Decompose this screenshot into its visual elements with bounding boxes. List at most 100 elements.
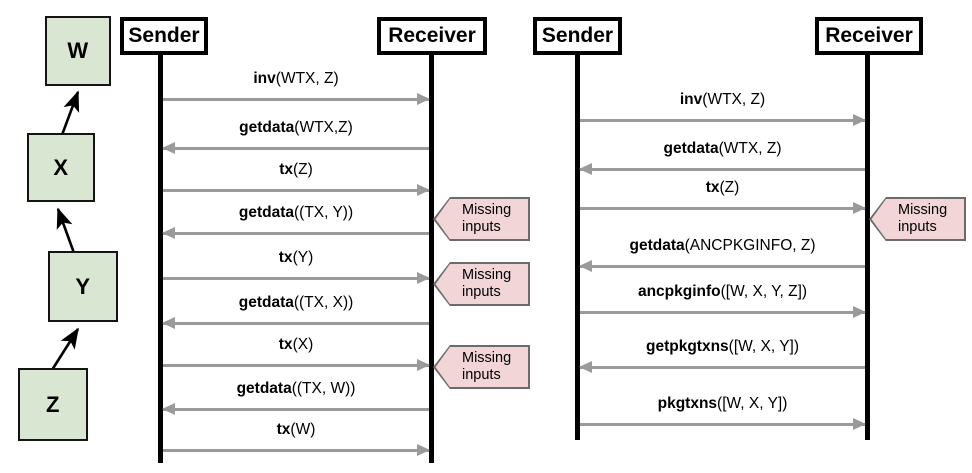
message-label: pkgtxns([W, X, Y]) [580, 395, 865, 413]
tx-node-label: Z [46, 391, 60, 417]
message-line [580, 168, 865, 171]
message-command: tx [279, 161, 293, 178]
message-args: ([W, X, Y]) [717, 395, 788, 412]
message-label: tx(Z) [580, 179, 865, 197]
arrowhead-left-icon [579, 260, 592, 272]
tx-node-label: W [67, 38, 89, 63]
message-line [580, 423, 865, 426]
message-label: inv(WTX, Z) [580, 91, 865, 109]
arrowhead-right-icon [417, 272, 430, 284]
tx-node-w: W [45, 16, 111, 86]
arrowhead-right-icon [853, 418, 866, 430]
arrowhead-right-icon [417, 184, 430, 196]
actor-label: Sender [541, 24, 614, 47]
lifeline-receiver-right [865, 55, 870, 440]
message-label: inv(WTX, Z) [163, 70, 429, 88]
actor-label: Sender [128, 24, 200, 47]
message-command: getdata [239, 119, 295, 136]
edge-y-to-x [56, 207, 76, 254]
message-command: getdata [236, 380, 292, 397]
message-args: (WTX, Z) [275, 70, 339, 87]
message-command: tx [278, 249, 293, 266]
callout-line-1: Missing [898, 202, 948, 218]
message-line [163, 98, 429, 101]
callout-missing-inputs: Missing inputs [450, 345, 530, 390]
lifeline-sender-right [575, 55, 580, 440]
actor-label: Receiver [388, 24, 476, 47]
tx-node-z: Z [18, 368, 88, 441]
message-label: getdata(WTX, Z) [580, 140, 865, 158]
message-args: (ANCPKGINFO, Z) [684, 237, 816, 254]
arrowhead-left-icon [579, 361, 592, 373]
callout-line-2: inputs [462, 219, 501, 236]
message-args: (Z) [293, 161, 313, 178]
message-args: (Z) [719, 179, 740, 196]
lifeline-receiver-left [429, 55, 434, 463]
message-label: tx(X) [163, 336, 429, 354]
arrowhead-right-icon [417, 359, 430, 371]
arrowhead-right-icon [853, 306, 866, 318]
message-line [580, 119, 865, 122]
message-command: tx [278, 336, 293, 353]
message-command: getdata [238, 204, 294, 221]
message-command: tx [276, 421, 291, 438]
arrowhead-left-icon [162, 403, 175, 415]
arrowhead-right-icon [853, 202, 866, 214]
tx-node-y: Y [48, 251, 118, 322]
edge-z-to-y [50, 327, 80, 371]
message-line [163, 408, 429, 411]
message-line [163, 364, 429, 367]
tx-node-label: Y [75, 273, 91, 299]
message-line [163, 322, 429, 325]
actor-receiver-right: Receiver [815, 17, 923, 55]
message-args: (X) [292, 336, 314, 353]
message-args: (WTX, Z) [702, 91, 766, 108]
message-command: getdata [629, 237, 685, 254]
message-label: getdata((TX, X)) [163, 294, 429, 312]
arrowhead-right-icon [417, 444, 430, 456]
message-args: (WTX,Z) [294, 119, 353, 136]
message-args: ((TX, W)) [291, 380, 356, 397]
arrowhead-right-icon [853, 114, 866, 126]
message-label: getdata(ANCPKGINFO, Z) [580, 237, 865, 255]
message-label: getdata((TX, Y)) [163, 204, 429, 222]
message-line [163, 232, 429, 235]
message-line [580, 207, 865, 210]
message-args: (WTX, Z) [718, 140, 782, 157]
message-command: inv [679, 91, 703, 108]
message-command: getpkgtxns [645, 338, 729, 355]
message-args: (W) [290, 421, 316, 438]
message-line [580, 366, 865, 369]
message-line [163, 147, 429, 150]
lifeline-sender-left [158, 55, 163, 463]
message-args: ((TX, X)) [293, 294, 354, 311]
message-args: ([W, X, Y, Z]) [720, 283, 808, 300]
callout-line-1: Missing [462, 202, 512, 218]
message-line [580, 311, 865, 314]
edge-x-to-w [60, 90, 80, 136]
actor-sender-right: Sender [533, 17, 622, 55]
arrowhead-left-icon [162, 142, 175, 154]
message-args: (Y) [292, 249, 314, 266]
actor-label: Receiver [825, 24, 913, 47]
callout-missing-inputs: Missing inputs [886, 197, 966, 242]
message-command: getdata [238, 294, 294, 311]
callout-line-2: inputs [462, 284, 501, 301]
actor-receiver-left: Receiver [377, 17, 487, 55]
message-command: tx [705, 179, 720, 196]
arrowhead-left-icon [162, 227, 175, 239]
message-command: ancpkginfo [637, 283, 721, 300]
message-line [580, 265, 865, 268]
callout-line-1: Missing [462, 267, 512, 283]
callout-missing-inputs: Missing inputs [450, 197, 530, 242]
message-label: getdata(WTX,Z) [163, 119, 429, 137]
actor-sender-left: Sender [120, 17, 208, 55]
arrowhead-right-icon [417, 93, 430, 105]
message-command: pkgtxns [657, 395, 718, 412]
message-label: tx(W) [163, 421, 429, 439]
message-line [163, 189, 429, 192]
callout-line-2: inputs [898, 219, 937, 236]
message-args: ([W, X, Y]) [728, 338, 800, 355]
message-args: ((TX, Y)) [294, 204, 354, 221]
